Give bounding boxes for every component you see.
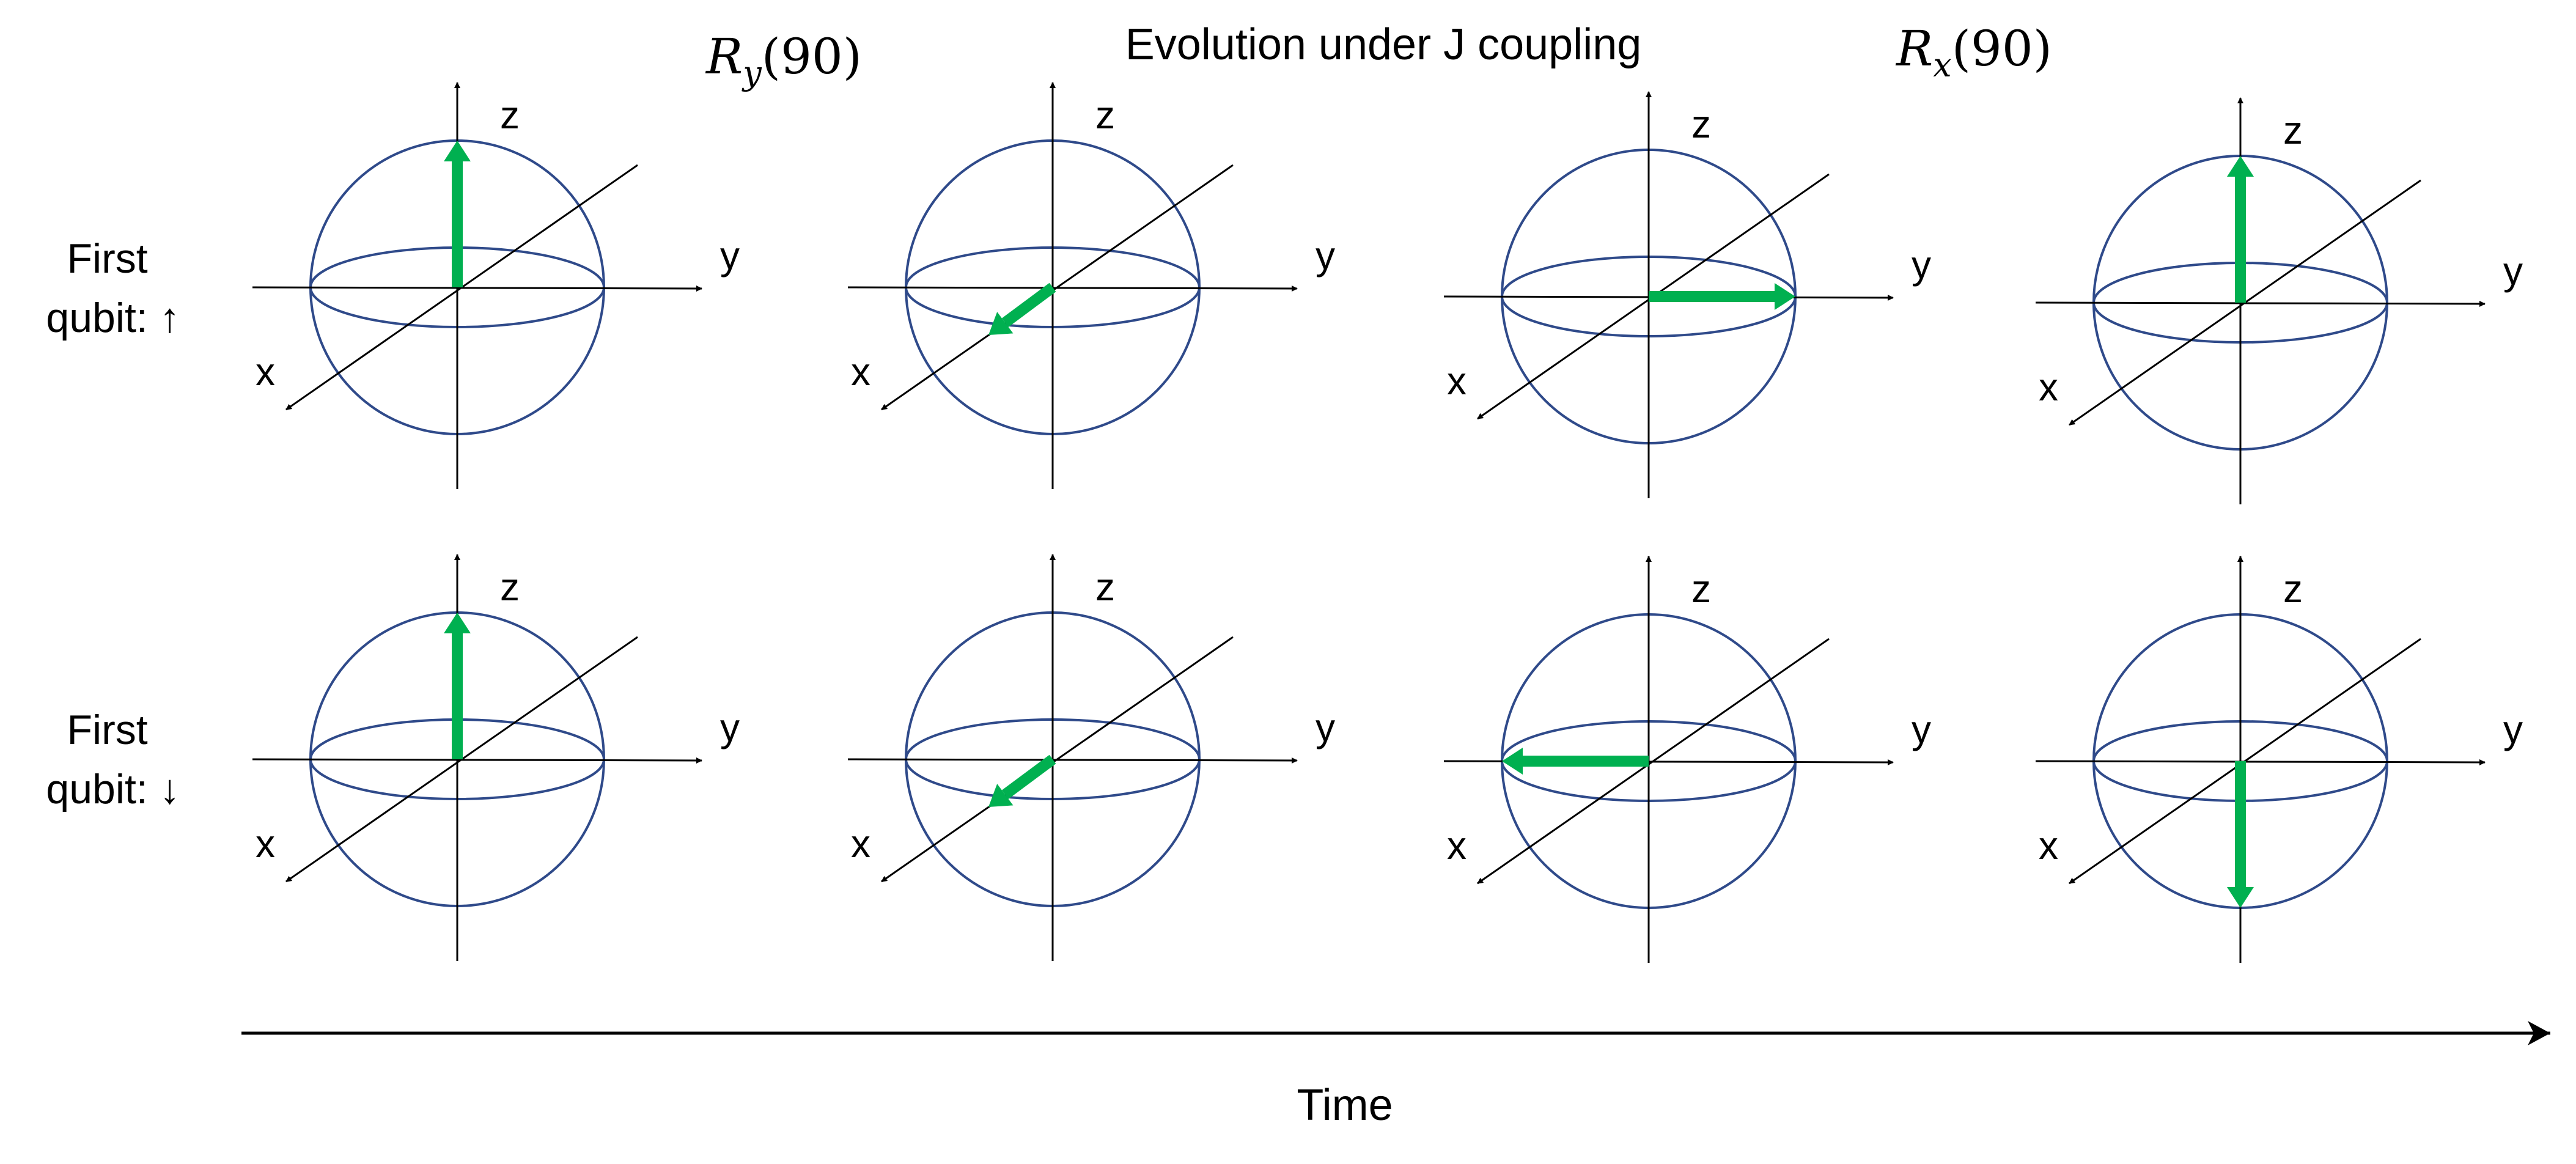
y-axis: [252, 757, 702, 764]
x-axis-label: x: [256, 350, 275, 394]
x-axis: [881, 164, 1234, 411]
x-axis-label: x: [256, 822, 275, 866]
x-axis-label: x: [2039, 823, 2058, 867]
z-axis-label: z: [500, 565, 520, 609]
time-label: Time: [1297, 1081, 1393, 1130]
z-axis-label: z: [1691, 567, 1711, 611]
x-axis: [881, 636, 1234, 883]
state-vector: [1001, 754, 1056, 799]
row-label-down-line2: qubit: ↓: [46, 766, 180, 812]
state-vector-head: [2227, 156, 2254, 177]
sphere-grid: z y x z y x z y x z y x z y x z y x z y x z y x: [252, 82, 2523, 963]
state-vector-head: [2227, 887, 2254, 908]
z-axis-label: z: [1095, 93, 1115, 137]
row-label-down-line1: First: [67, 707, 147, 753]
state-vector: [1001, 282, 1056, 327]
y-axis-label: y: [1912, 707, 1931, 751]
z-axis-label: z: [1691, 102, 1711, 146]
bloch-sphere: z y x: [1443, 91, 1931, 498]
y-axis-label: y: [720, 234, 740, 278]
y-axis: [2035, 300, 2486, 307]
row-label-down: First qubit: ↓: [46, 707, 180, 812]
y-axis-label: y: [1912, 243, 1931, 287]
row-label-up: First qubit: ↑: [46, 235, 180, 341]
y-axis: [2035, 759, 2486, 765]
state-vector-head: [444, 613, 471, 633]
state-vector-head: [988, 784, 1014, 807]
state-vector-head: [1502, 748, 1523, 775]
x-axis-label: x: [1447, 359, 1466, 403]
ry90-label: Ry(90): [705, 28, 862, 92]
y-axis: [847, 757, 1298, 764]
bloch-sphere: z y x: [847, 554, 1335, 961]
z-axis-label: z: [1095, 565, 1115, 609]
y-axis-label: y: [1316, 705, 1335, 750]
state-vector-head: [1775, 283, 1795, 310]
y-axis-label: y: [720, 705, 740, 750]
x-axis: [1477, 638, 1830, 885]
y-axis-label: y: [2503, 249, 2523, 293]
y-axis-label: y: [1316, 234, 1335, 278]
x-axis-label: x: [1447, 823, 1466, 867]
x-axis-label: x: [851, 822, 870, 866]
z-axis-label: z: [2283, 108, 2303, 152]
bloch-sphere: z y x: [252, 554, 740, 961]
bloch-sphere: z y x: [252, 82, 740, 489]
z-axis-label: z: [2283, 567, 2303, 611]
x-axis-label: x: [2039, 365, 2058, 409]
row-label-up-line1: First: [67, 235, 147, 282]
y-axis: [847, 285, 1298, 292]
state-vector-head: [444, 141, 471, 161]
time-axis-arrowhead: [2528, 1021, 2550, 1045]
state-vector-head: [988, 312, 1014, 335]
y-axis-label: y: [2503, 707, 2523, 751]
diagram-title: Evolution under J coupling: [1125, 20, 1642, 69]
bloch-sphere: z y x: [2035, 97, 2523, 504]
x-axis-label: x: [851, 350, 870, 394]
y-axis: [252, 285, 702, 292]
rx90-label: Rx(90): [1895, 20, 2052, 84]
bloch-sphere: z y x: [847, 82, 1335, 489]
z-axis-label: z: [500, 93, 520, 137]
row-label-up-line2: qubit: ↑: [46, 295, 180, 341]
bloch-sphere: z y x: [1443, 556, 1931, 963]
bloch-sphere: z y x: [2035, 556, 2523, 963]
